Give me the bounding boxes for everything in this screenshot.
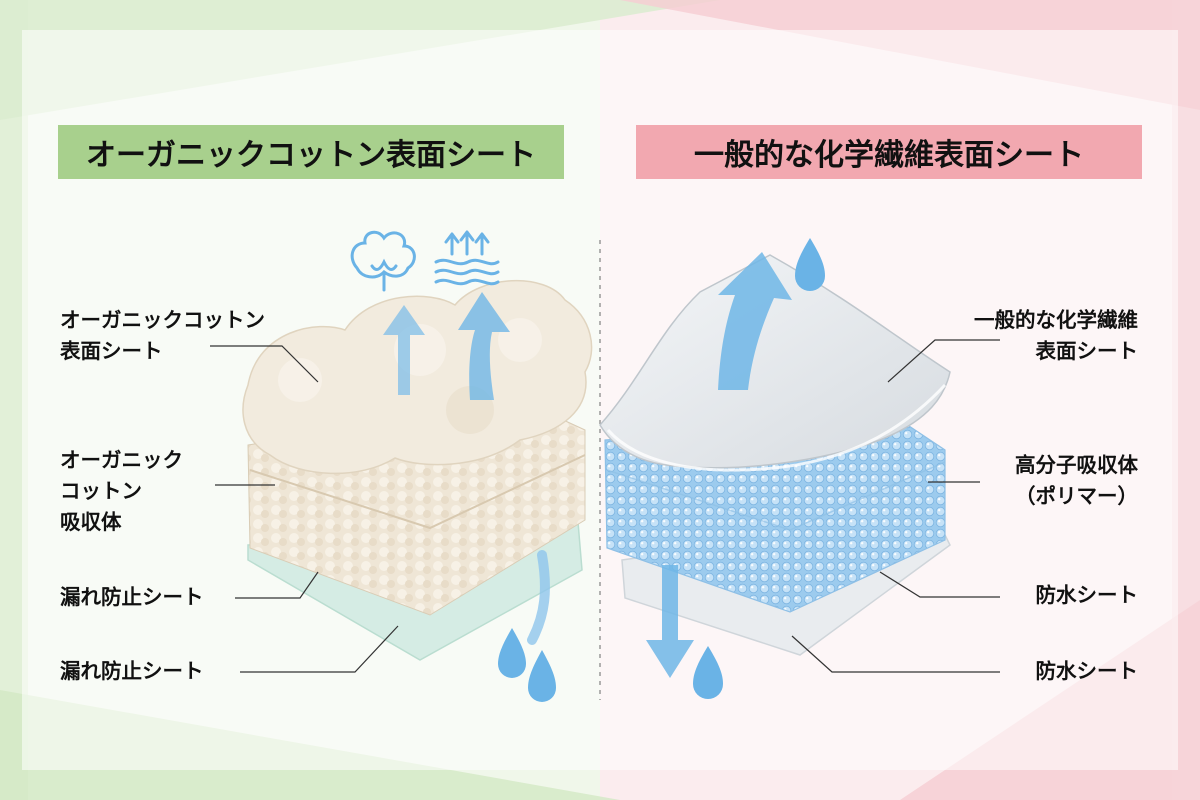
left-down-flow	[527, 550, 550, 645]
label-right-waterproof-1: 防水シート	[1035, 583, 1139, 607]
label-left-leak-sheet-2: 漏れ防止シート	[60, 659, 204, 683]
right-up-arrow	[718, 252, 792, 390]
leader-left-leak-1	[235, 571, 319, 599]
breathable-air-icon	[434, 230, 500, 286]
left-small-up-arrow	[383, 305, 425, 395]
leader-right-waterproof-1	[879, 571, 1000, 598]
water-drop-icon	[795, 238, 825, 291]
left-title: オーガニックコットン表面シート	[58, 125, 564, 179]
water-drop-icon	[693, 646, 723, 699]
label-right-waterproof-2: 防水シート	[1035, 659, 1139, 683]
label-left-leak-sheet-1: 漏れ防止シート	[60, 585, 204, 609]
cotton-flower-icon	[350, 230, 416, 292]
water-drop-icon	[498, 628, 526, 678]
water-drop-icon	[528, 650, 556, 702]
label-left-absorbent: オーガニック コットン 吸収体	[60, 448, 183, 534]
leader-left-leak-2	[240, 625, 399, 673]
label-left-surface-sheet: オーガニックコットン 表面シート	[60, 308, 265, 363]
label-right-surface-sheet: 一般的な化学繊維 表面シート	[974, 308, 1138, 363]
leader-right-surface	[887, 339, 1000, 383]
leader-right-waterproof-2	[791, 635, 1000, 673]
label-right-polymer: 高分子吸収体 （ポリマー）	[1015, 453, 1138, 508]
leader-left-surface	[210, 345, 319, 383]
right-title: 一般的な化学繊維表面シート	[636, 125, 1142, 179]
left-big-up-arrow	[458, 292, 510, 400]
right-down-arrow	[646, 565, 694, 678]
